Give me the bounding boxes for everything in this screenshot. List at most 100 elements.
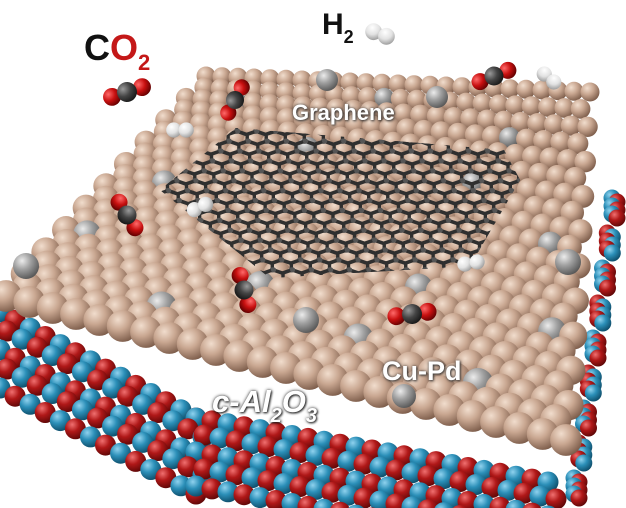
graphene-carbon-atom bbox=[369, 217, 375, 223]
graphene-carbon-atom bbox=[288, 178, 294, 184]
graphene-carbon-atom bbox=[481, 197, 487, 204]
substrate-atom bbox=[589, 349, 607, 367]
graphene-carbon-atom bbox=[438, 158, 444, 164]
oxygen-atom bbox=[387, 307, 406, 326]
pd-atom bbox=[316, 69, 338, 91]
graphene-carbon-atom bbox=[335, 168, 341, 174]
cu-atom bbox=[550, 131, 572, 153]
substrate-atom bbox=[457, 491, 479, 508]
graphene-carbon-atom bbox=[460, 178, 466, 184]
graphene-carbon-atom bbox=[218, 148, 224, 154]
cu-atom bbox=[407, 89, 427, 110]
graphene-carbon-atom bbox=[214, 197, 221, 204]
graphene-carbon-atom bbox=[459, 247, 465, 253]
substrate-atom bbox=[385, 493, 407, 508]
graphene-carbon-atom bbox=[479, 178, 485, 184]
cu-atom bbox=[543, 114, 565, 135]
graphene-carbon-atom bbox=[250, 178, 256, 184]
graphene-carbon-atom bbox=[405, 197, 411, 204]
graphene-carbon-atom bbox=[468, 168, 474, 174]
graphene-carbon-atom bbox=[467, 237, 473, 243]
substrate-atom bbox=[594, 314, 612, 332]
substrate-atom bbox=[465, 474, 487, 495]
graphene-carbon-atom bbox=[347, 267, 353, 273]
oxygen-atom bbox=[133, 78, 151, 97]
cu-atom bbox=[464, 124, 486, 146]
graphene-carbon-atom bbox=[337, 188, 343, 194]
graphene-carbon-atom bbox=[384, 178, 390, 184]
cu-atom bbox=[570, 99, 591, 119]
graphene-carbon-atom bbox=[282, 207, 288, 213]
substrate-atom bbox=[337, 484, 359, 506]
substrate-atom bbox=[305, 444, 327, 466]
graphene-carbon-atom bbox=[255, 217, 261, 223]
graphene-carbon-atom bbox=[367, 197, 373, 204]
cu-atom bbox=[410, 104, 431, 125]
graphene-carbon-atom bbox=[238, 237, 244, 243]
graphene-carbon-atom bbox=[290, 267, 296, 273]
graphene-carbon-atom bbox=[236, 217, 242, 223]
graphene-carbon-atom bbox=[422, 178, 428, 184]
substrate-atom bbox=[241, 433, 263, 455]
cu-atom bbox=[510, 111, 531, 133]
co2-molecule-adsorbed bbox=[387, 302, 437, 326]
oxygen-atom bbox=[418, 302, 437, 321]
graphene-carbon-atom bbox=[294, 148, 300, 154]
pd-atom bbox=[13, 253, 39, 279]
graphene-carbon-atom bbox=[332, 148, 338, 154]
graphene-carbon-atom bbox=[411, 168, 417, 174]
graphene-carbon-atom bbox=[410, 237, 416, 243]
hydrogen-atom bbox=[457, 256, 473, 272]
cu-pd-alloy-layer bbox=[0, 66, 600, 456]
graphene-carbon-atom bbox=[484, 217, 490, 223]
hydrogen-atom bbox=[365, 23, 383, 41]
graphene-carbon-atom bbox=[297, 168, 303, 174]
graphene-carbon-atom bbox=[470, 188, 477, 194]
cu-atom bbox=[390, 88, 411, 109]
substrate-atom bbox=[529, 485, 551, 507]
graphene-carbon-atom bbox=[254, 128, 260, 134]
graphene-carbon-atom bbox=[328, 267, 334, 273]
graphene-carbon-atom bbox=[448, 237, 454, 243]
substrate-atom bbox=[401, 496, 423, 508]
graphene-carbon-atom bbox=[287, 247, 293, 253]
graphene-carbon-atom bbox=[310, 197, 316, 204]
graphene-carbon-atom bbox=[372, 237, 378, 243]
graphene-carbon-atom bbox=[147, 119, 152, 124]
graphene-carbon-atom bbox=[293, 217, 299, 223]
graphene-ring bbox=[131, 111, 150, 124]
graphene-carbon-atom bbox=[212, 178, 218, 184]
cu-atom bbox=[554, 98, 575, 118]
cu-atom bbox=[404, 75, 424, 95]
graphene-carbon-atom bbox=[323, 227, 329, 233]
cu-atom bbox=[456, 92, 476, 113]
substrate-atom bbox=[265, 490, 287, 508]
graphene-carbon-atom bbox=[307, 178, 313, 184]
co2-label-c: C bbox=[84, 27, 110, 68]
substrate-atom bbox=[201, 478, 223, 500]
cu-atom bbox=[577, 116, 598, 137]
graphene-carbon-atom bbox=[432, 188, 438, 194]
graphene-carbon-atom bbox=[355, 257, 361, 263]
graphene-carbon-atom bbox=[198, 217, 204, 223]
graphene-carbon-atom bbox=[235, 128, 241, 134]
graphene-carbon-atom bbox=[276, 237, 282, 243]
cu-atom bbox=[430, 121, 452, 143]
graphene-carbon-atom bbox=[476, 158, 482, 164]
graphene-carbon-atom bbox=[166, 188, 172, 194]
graphene-carbon-atom bbox=[429, 237, 435, 243]
graphene-carbon-atom bbox=[249, 247, 255, 253]
graphene-carbon-atom bbox=[201, 168, 207, 174]
graphene-carbon-atom bbox=[229, 158, 235, 164]
graphene-carbon-atom bbox=[225, 207, 231, 213]
cu-atom bbox=[443, 107, 464, 128]
graphene-carbon-atom bbox=[331, 217, 337, 223]
cu-atom bbox=[522, 145, 544, 168]
graphene-carbon-atom bbox=[278, 168, 284, 174]
graphene-carbon-atom bbox=[431, 257, 437, 263]
co2-label-subscript: 2 bbox=[138, 50, 151, 75]
graphene-carbon-atom bbox=[343, 158, 349, 164]
graphene-carbon-atom bbox=[329, 197, 335, 204]
graphene-carbon-atom bbox=[295, 237, 302, 243]
graphene-carbon-atom bbox=[487, 168, 493, 174]
